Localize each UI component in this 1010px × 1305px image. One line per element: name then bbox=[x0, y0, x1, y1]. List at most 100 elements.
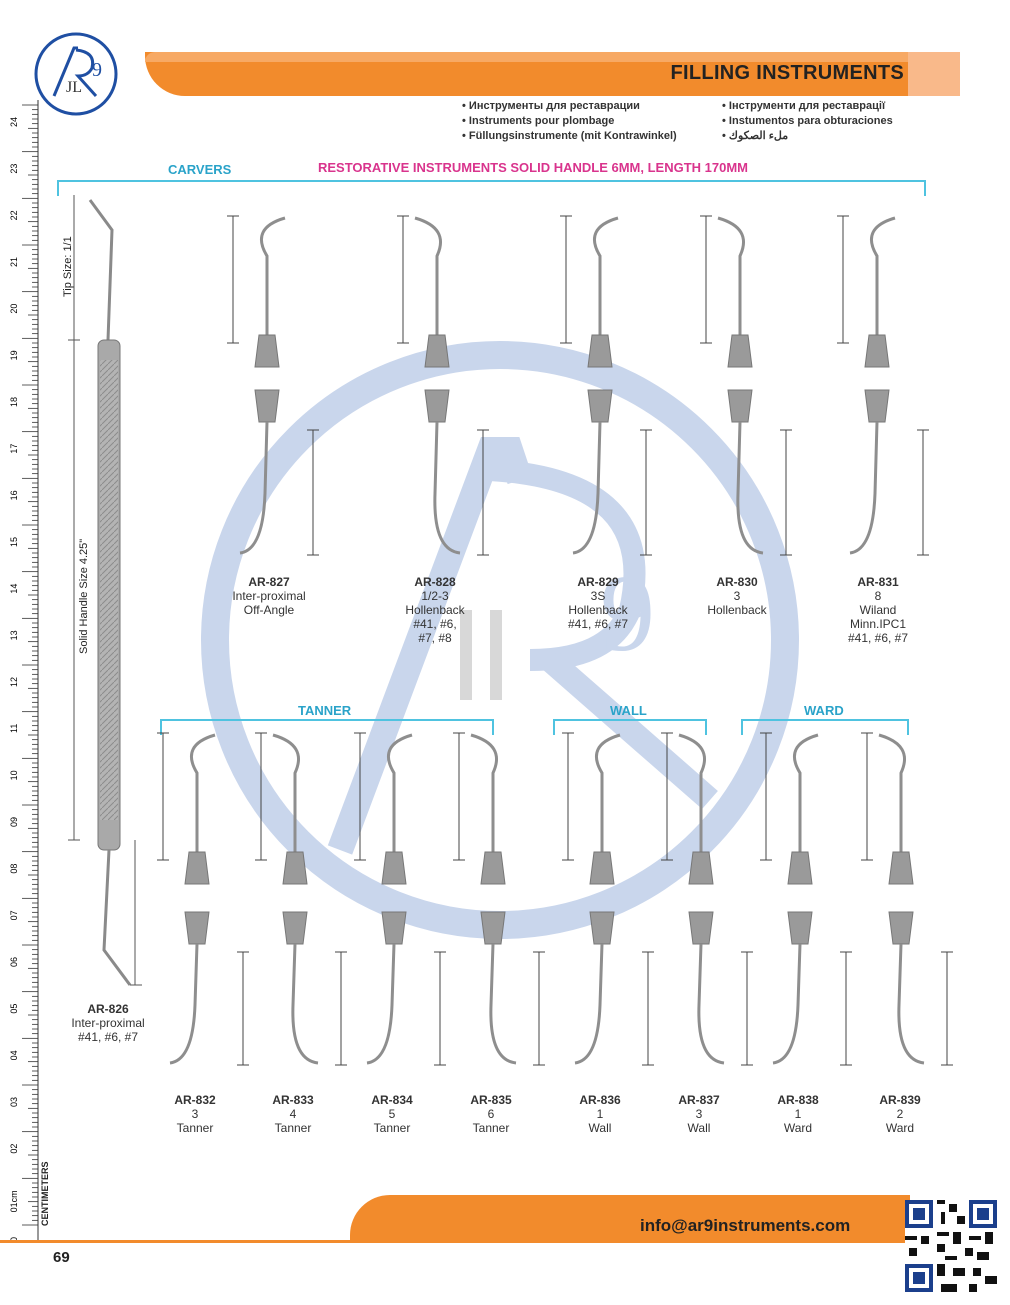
instrument-image-top-4 bbox=[700, 215, 792, 556]
ruler-label: 17 bbox=[9, 444, 19, 454]
ruler-label: 22 bbox=[9, 210, 19, 220]
item-code: AR-830 bbox=[716, 575, 758, 589]
svg-text:JL: JL bbox=[66, 79, 82, 96]
instrument-image-bottom-2 bbox=[255, 732, 347, 1066]
handle-size-label-wrap: Solid Handle Size 4.25" bbox=[78, 510, 92, 660]
item-desc-line: Hollenback bbox=[405, 603, 465, 617]
instrument-image-top-5 bbox=[837, 215, 929, 556]
item-desc-line: Inter-proximal bbox=[71, 1016, 145, 1030]
section-ward: WARD bbox=[804, 703, 844, 718]
subtitle-list-left: Инструменты для реставрации Instruments … bbox=[462, 99, 677, 144]
item-code: AR-831 bbox=[857, 575, 899, 589]
page-number: 69 bbox=[53, 1249, 70, 1266]
item-desc-line: Hollenback bbox=[568, 603, 628, 617]
item-ar-827: AR-827 Inter-proximal Off-Angle bbox=[209, 575, 329, 617]
ruler-unit-label: CENTIMETERS bbox=[40, 1161, 50, 1226]
carvers-bracket bbox=[57, 180, 926, 196]
item-ar-834: AR-834 5 Tanner bbox=[352, 1093, 432, 1135]
item-desc-line: 3 bbox=[733, 589, 741, 603]
item-code: AR-829 bbox=[577, 575, 619, 589]
footer-bar bbox=[350, 1195, 910, 1243]
instrument-image-bottom-7 bbox=[760, 732, 852, 1066]
item-desc-line: 6 bbox=[487, 1107, 495, 1121]
item-ar-833: AR-833 4 Tanner bbox=[253, 1093, 333, 1135]
item-desc-line: Ward bbox=[783, 1121, 813, 1135]
item-desc-line: 3 bbox=[695, 1107, 703, 1121]
item-desc-line: Ward bbox=[885, 1121, 915, 1135]
ruler-label: 04 bbox=[9, 1050, 19, 1060]
ruler-label: 23 bbox=[9, 164, 19, 174]
ruler-label: 24 bbox=[9, 117, 19, 127]
item-desc-line: Off-Angle bbox=[243, 603, 295, 617]
item-ar-826: AR-826 Inter-proximal #41, #6, #7 bbox=[48, 1002, 168, 1044]
wall-bracket bbox=[553, 719, 707, 735]
item-code: AR-832 bbox=[174, 1093, 216, 1107]
item-ar-829: AR-829 3S Hollenback #41, #6, #7 bbox=[538, 575, 658, 631]
item-desc-line: #41, #6, #7 bbox=[847, 631, 909, 645]
item-ar-832: AR-832 3 Tanner bbox=[155, 1093, 235, 1135]
item-code: AR-837 bbox=[678, 1093, 720, 1107]
item-desc-line: 2 bbox=[896, 1107, 904, 1121]
instrument-image-bottom-5 bbox=[562, 732, 654, 1066]
footer-line bbox=[0, 1240, 910, 1243]
item-desc-line: Wall bbox=[588, 1121, 612, 1135]
item-code: AR-826 bbox=[87, 1002, 129, 1016]
item-code: AR-835 bbox=[470, 1093, 512, 1107]
instrument-ar-826-image bbox=[68, 195, 142, 986]
subtitle-ru: Инструменты для реставрации bbox=[462, 99, 677, 114]
ruler-label: 0 bbox=[9, 1237, 19, 1240]
item-ar-830: AR-830 3 Hollenback bbox=[677, 575, 797, 617]
ruler-label: 09 bbox=[9, 817, 19, 827]
instrument-image-bottom-6 bbox=[661, 732, 753, 1066]
item-ar-831: AR-831 8 Wiland Minn.IPC1 #41, #6, #7 bbox=[818, 575, 938, 645]
ruler-label: 19 bbox=[9, 350, 19, 360]
item-code: AR-833 bbox=[272, 1093, 314, 1107]
ruler-label: 21 bbox=[9, 257, 19, 267]
item-desc-line: #41, #6, #7 bbox=[567, 617, 629, 631]
item-desc-line: Hollenback bbox=[707, 603, 767, 617]
item-code: AR-827 bbox=[248, 575, 290, 589]
instrument-image-top-3 bbox=[560, 215, 652, 556]
instrument-image-bottom-4 bbox=[453, 732, 545, 1066]
subtitle-list-right: Інструменти для реставрації Instumentos … bbox=[722, 99, 893, 144]
item-code: AR-834 bbox=[371, 1093, 413, 1107]
item-desc-line: Tanner bbox=[373, 1121, 411, 1135]
ruler-label: 15 bbox=[9, 537, 19, 547]
company-logo: 9 JL bbox=[32, 30, 120, 118]
ruler-label: 11 bbox=[9, 724, 19, 733]
item-desc-line: Minn.IPC1 bbox=[849, 617, 907, 631]
item-ar-828: AR-828 1/2-3 Hollenback #41, #6, #7, #8 bbox=[375, 575, 495, 645]
item-desc-line: #7, #8 bbox=[418, 631, 452, 645]
subtitle-es: Instumentos para obturaciones bbox=[722, 114, 893, 129]
instrument-image-bottom-3 bbox=[354, 732, 446, 1066]
item-desc-line: #41, #6, #7 bbox=[77, 1030, 139, 1044]
instrument-image-bottom-8 bbox=[861, 732, 953, 1066]
item-ar-838: AR-838 1 Ward bbox=[758, 1093, 838, 1135]
item-desc-line: Inter-proximal bbox=[232, 589, 306, 603]
item-code: AR-839 bbox=[879, 1093, 921, 1107]
subtitle-uk: Інструменти для реставрації bbox=[722, 99, 893, 114]
subtitle-de: Füllungsinstrumente (mit Kontrawinkel) bbox=[462, 129, 677, 144]
item-desc-line: 5 bbox=[388, 1107, 396, 1121]
header-tab bbox=[908, 52, 960, 96]
contact-email[interactable]: info@ar9instruments.com bbox=[640, 1216, 851, 1235]
subtitle-fr: Instruments pour plombage bbox=[462, 114, 677, 129]
ruler-label: 02 bbox=[9, 1144, 19, 1154]
item-desc-line: 8 bbox=[874, 589, 882, 603]
item-desc-line: #41, #6, bbox=[413, 617, 457, 631]
ruler-label: 07 bbox=[9, 910, 19, 920]
item-ar-839: AR-839 2 Ward bbox=[860, 1093, 940, 1135]
item-desc-line: 3 bbox=[191, 1107, 199, 1121]
ruler-label: 08 bbox=[9, 864, 19, 874]
item-desc-line: 3S bbox=[590, 589, 606, 603]
qr-code-icon bbox=[905, 1200, 997, 1292]
instrument-image-bottom-1 bbox=[157, 732, 249, 1066]
item-ar-837: AR-837 3 Wall bbox=[659, 1093, 739, 1135]
tip-size-label: Tip Size: 1/1 bbox=[62, 236, 74, 297]
item-desc-line: 4 bbox=[289, 1107, 297, 1121]
ruler-label: 05 bbox=[9, 1004, 19, 1014]
item-desc-line: 1/2-3 bbox=[421, 589, 449, 603]
item-desc-line: Tanner bbox=[472, 1121, 510, 1135]
ruler-label: 16 bbox=[9, 490, 19, 500]
item-code: AR-828 bbox=[414, 575, 456, 589]
